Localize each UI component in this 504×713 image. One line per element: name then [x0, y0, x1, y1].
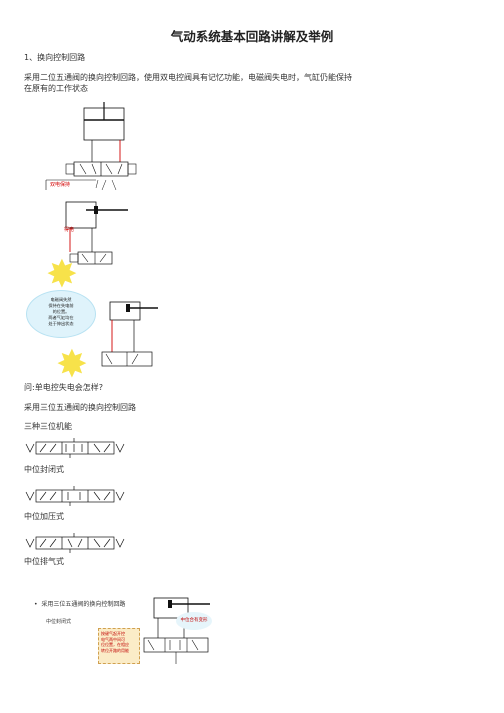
three-functions-heading: 三种三位机能 [24, 422, 72, 431]
bottom-bullet: • 采用三位五通阀的换向控制回路 [34, 601, 134, 609]
bottom-bullet-text: 采用三位五通阀的换向控制回路 [41, 601, 126, 608]
note-line: 按键气起开控 [101, 631, 125, 636]
bottom-note: 按键气起开控 电气两中间可 位位置，在相应 转位开路的用能 [98, 628, 140, 664]
section-heading: 1、换向控制回路 [24, 53, 86, 62]
note-line: 位位置，在相应 [101, 642, 129, 647]
valve-symbol-exhaust-center [25, 533, 125, 553]
callout-line: 处于伸出状态 [48, 321, 74, 326]
callout-line: 电磁阀失然 [50, 297, 72, 302]
figure-power-loss-circuit [101, 301, 158, 367]
valve-symbol-closed-center [25, 438, 125, 458]
label-pressure-center: 中位加压式 [24, 512, 64, 521]
question-text: 问:单电控失电会怎样? [24, 383, 103, 392]
figure-single-solenoid-circuit [65, 201, 128, 265]
intro-line-1: 采用二位五通阀的换向控制回路，使用双电控阀具有记忆功能，电磁阀失电时，气缸仍能保… [24, 73, 352, 82]
valve-symbol-pressure-center [25, 486, 125, 506]
callout-bubble: 电磁阀失然 保持在失电前 的位置。 两者气缸均在 处于伸出状态 [26, 290, 96, 338]
label-exhaust-center: 中位排气式 [24, 557, 64, 566]
bottom-subtitle: 中位封闭式 [46, 619, 72, 625]
page-title: 气动系统基本回路讲解及举例 [170, 29, 334, 44]
intro-line-2: 在原有的工作状态 [24, 84, 88, 93]
spark-icon: ✸ [46, 252, 78, 296]
label-closed-center: 中位封闭式 [24, 465, 64, 474]
callout-line: 两者气缸均在 [48, 315, 74, 320]
note-line: 电气两中间可 [101, 636, 125, 642]
figure-1-label: 双电保持 [50, 182, 71, 188]
figure-2-label: 得电 [64, 227, 75, 233]
callout-line: 的位置。 [52, 309, 70, 314]
spark-icon: ✸ [56, 342, 88, 386]
figure-three-position-circuit [143, 597, 210, 664]
bottom-pill-callout: 中位合有变形 [176, 612, 212, 630]
note-line: 转位开路的用能 [101, 647, 129, 653]
three-position-intro: 采用三位五通阀的换向控制回路 [24, 403, 136, 412]
bullet-icon: • [34, 601, 42, 608]
figure-double-solenoid-circuit [45, 102, 137, 191]
callout-line: 保持在失电前 [48, 303, 74, 308]
